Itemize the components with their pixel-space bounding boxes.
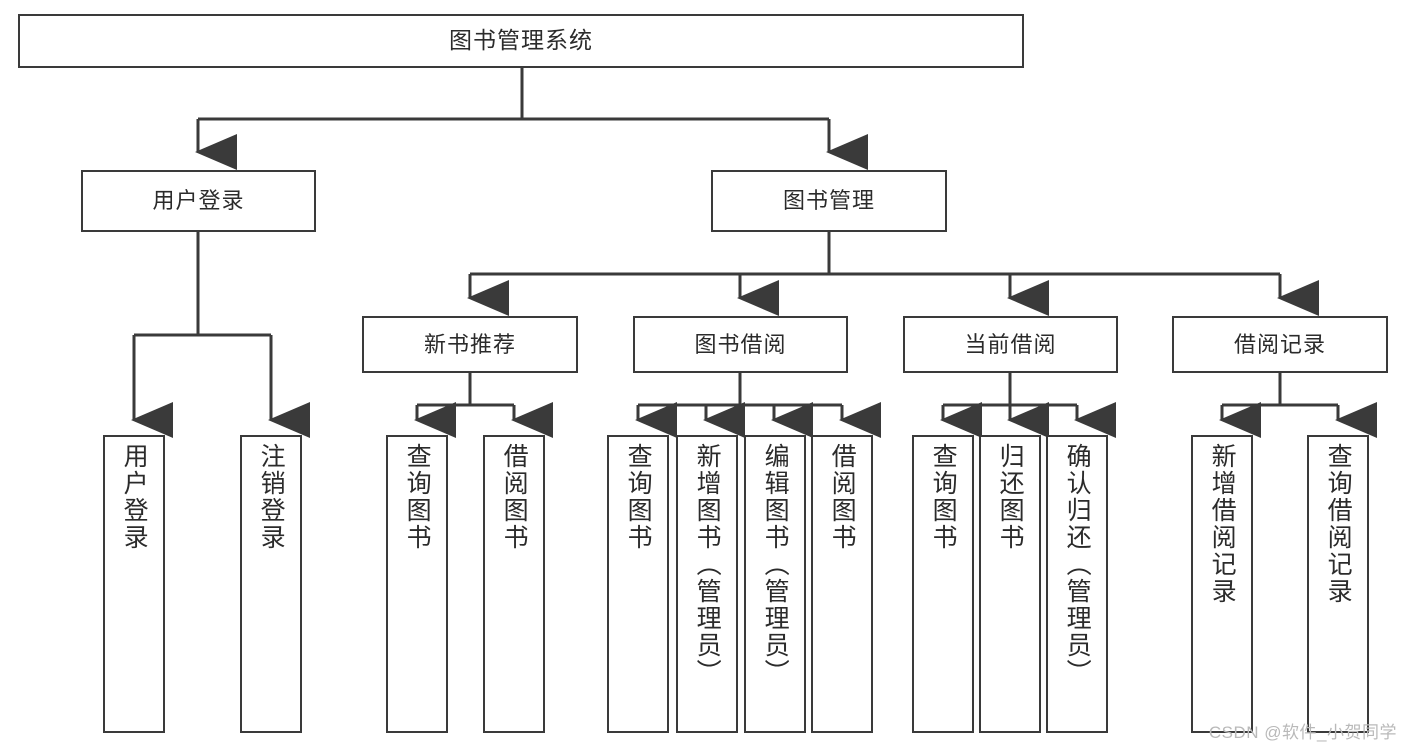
- node-label: 确认归还（管理员）: [1063, 443, 1092, 686]
- node-new-book-recommend[interactable]: 新书推荐: [362, 316, 578, 373]
- leaf-add-borrow-record[interactable]: 新增借阅记录: [1191, 435, 1253, 733]
- node-label: 新增借阅记录: [1208, 443, 1237, 605]
- node-label: 查询图书: [403, 443, 432, 551]
- node-label: 新书推荐: [423, 331, 516, 357]
- node-label: 用户登录: [120, 443, 149, 551]
- node-label: 借阅图书: [828, 443, 857, 551]
- node-current-borrow[interactable]: 当前借阅: [903, 316, 1118, 373]
- node-label: 图书管理系统: [449, 27, 593, 54]
- leaf-confirm-return[interactable]: 确认归还（管理员）: [1046, 435, 1108, 733]
- leaf-logout-login[interactable]: 注销登录: [240, 435, 302, 733]
- node-label: 归还图书: [996, 443, 1025, 551]
- leaf-borrow-book-borrow[interactable]: 借阅图书: [811, 435, 873, 733]
- leaf-query-book-borrow[interactable]: 查询图书: [607, 435, 669, 733]
- node-label: 图书管理: [782, 188, 875, 214]
- node-label: 借阅图书: [500, 443, 529, 551]
- leaf-query-borrow-record[interactable]: 查询借阅记录: [1307, 435, 1369, 733]
- node-label: 查询图书: [624, 443, 653, 551]
- node-label: 借阅记录: [1233, 331, 1326, 357]
- leaf-borrow-book-recommend[interactable]: 借阅图书: [483, 435, 545, 733]
- leaf-return-book[interactable]: 归还图书: [979, 435, 1041, 733]
- leaf-query-book-current[interactable]: 查询图书: [912, 435, 974, 733]
- node-label: 注销登录: [257, 443, 286, 551]
- node-book-borrow[interactable]: 图书借阅: [633, 316, 848, 373]
- node-borrow-record[interactable]: 借阅记录: [1172, 316, 1388, 373]
- node-label: 查询图书: [929, 443, 958, 551]
- leaf-query-book-recommend[interactable]: 查询图书: [386, 435, 448, 733]
- leaf-edit-book[interactable]: 编辑图书（管理员）: [744, 435, 806, 733]
- node-label: 编辑图书（管理员）: [761, 443, 790, 686]
- node-book-manage[interactable]: 图书管理: [711, 170, 947, 232]
- node-label: 查询借阅记录: [1324, 443, 1353, 605]
- node-label: 当前借阅: [964, 331, 1057, 357]
- leaf-user-login[interactable]: 用户登录: [103, 435, 165, 733]
- leaf-add-book[interactable]: 新增图书（管理员）: [676, 435, 738, 733]
- node-label: 新增图书（管理员）: [693, 443, 722, 686]
- node-label: 用户登录: [152, 188, 245, 214]
- watermark-credit: CSDN @软件_小贺同学: [1208, 723, 1397, 742]
- node-label: 图书借阅: [694, 331, 787, 357]
- node-root-system[interactable]: 图书管理系统: [18, 14, 1024, 68]
- node-user-login[interactable]: 用户登录: [81, 170, 316, 232]
